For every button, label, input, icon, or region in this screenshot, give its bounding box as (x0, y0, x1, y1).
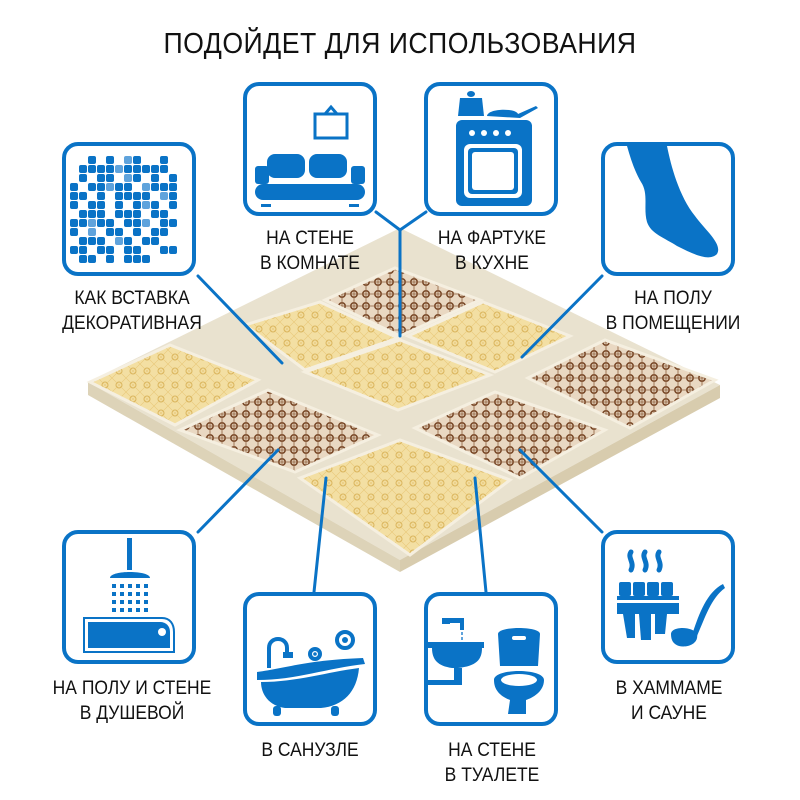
use-hammam-sauna-card (601, 530, 735, 664)
label-line: В КОМНАТЕ (260, 253, 360, 274)
label-line: В ТУАЛЕТЕ (444, 765, 540, 786)
label-line: В ДУШЕВОЙ (79, 703, 185, 724)
use-decor-insert-label: КАК ВСТАВКА ДЕКОРАТИВНАЯ (58, 286, 205, 336)
sauna-bucket-icon (617, 549, 725, 647)
use-bathroom-label: В САНУЗЛЕ (236, 738, 383, 763)
use-shower-card (62, 530, 196, 664)
label-line: В КУХНЕ (455, 253, 529, 274)
sofa-icon (255, 104, 365, 207)
use-toilet-wall-card (424, 592, 558, 726)
label-line: ДЕКОРАТИВНАЯ (62, 313, 202, 334)
label-line: НА ПОЛУ И СТЕНЕ (52, 678, 212, 699)
use-hammam-sauna-label: В ХАММАМЕ И САУНЕ (591, 676, 747, 726)
label-line: НА СТЕНЕ (448, 740, 536, 761)
use-shower-label: НА ПОЛУ И СТЕНЕ В ДУШЕВОЙ (29, 676, 235, 726)
use-room-wall-card (243, 82, 377, 216)
foot-icon (627, 146, 719, 258)
use-kitchen-backsplash-label: НА ФАРТУКЕ В КУХНЕ (418, 226, 565, 276)
use-bathroom-card (243, 592, 377, 726)
use-toilet-wall-label: НА СТЕНЕ В ТУАЛЕТЕ (418, 738, 565, 788)
tile-dark (321, 266, 484, 338)
stove-icon (456, 91, 538, 206)
label-line: НА СТЕНЕ (266, 228, 354, 249)
use-indoor-floor-label: НА ПОЛУ В ПОМЕЩЕНИИ (586, 286, 761, 336)
toilet-icon (428, 618, 544, 714)
label-line: В САНУЗЛЕ (261, 740, 359, 761)
use-kitchen-backsplash-card (424, 82, 558, 216)
bathtub-icon (257, 630, 365, 716)
label-line: В ПОМЕЩЕНИИ (605, 313, 741, 334)
use-room-wall-label: НА СТЕНЕ В КОМНАТЕ (236, 226, 383, 276)
label-line: КАК ВСТАВКА (74, 288, 190, 309)
page-title: ПОДОЙДЕТ ДЛЯ ИСПОЛЬЗОВАНИЯ (163, 28, 637, 60)
label-line: И САУНЕ (631, 703, 707, 724)
mosaic-icon (70, 156, 177, 263)
shower-icon (83, 538, 175, 653)
label-line: НА ПОЛУ (634, 288, 712, 309)
label-line: НА ФАРТУКЕ (437, 228, 547, 249)
use-indoor-floor-card (601, 142, 735, 276)
label-line: В ХАММАМЕ (615, 678, 723, 699)
use-decor-insert-card (62, 142, 196, 276)
